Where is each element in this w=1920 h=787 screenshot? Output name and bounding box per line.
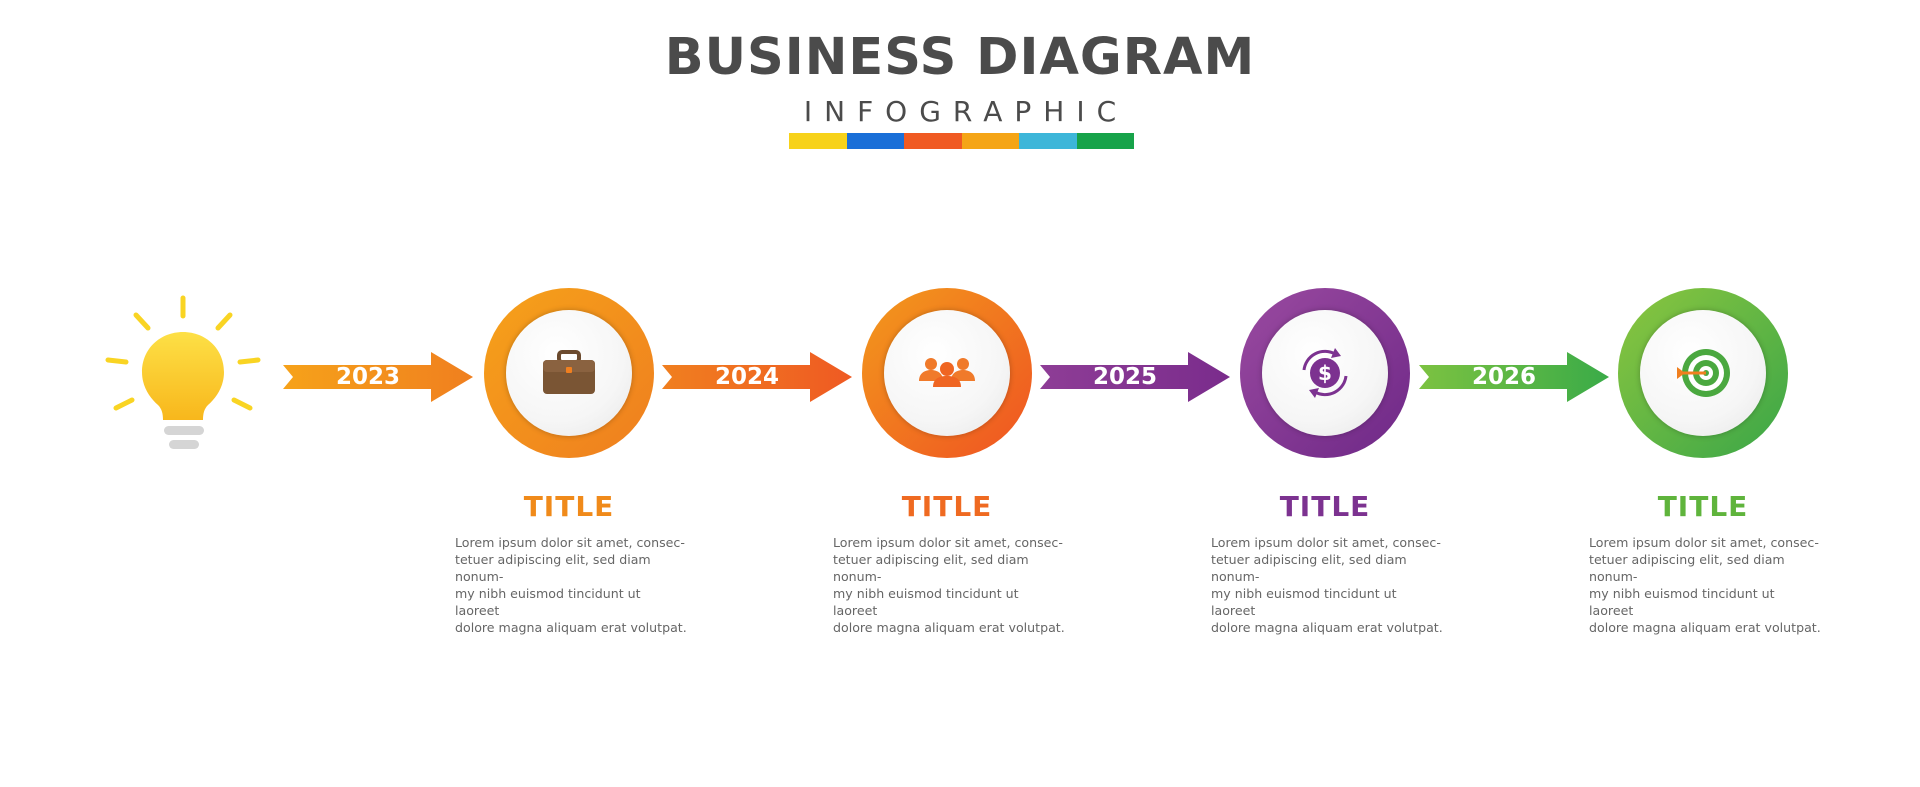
dollar-cycle-icon: $ [1302, 348, 1348, 398]
step-node-2 [862, 288, 1032, 458]
target-icon [1677, 349, 1730, 397]
step-title: TITLE [901, 490, 993, 523]
color-bar-segment [904, 133, 962, 149]
step-description: Lorem ipsum dolor sit amet, consec- tetu… [833, 535, 1065, 635]
step-title: TITLE [523, 490, 615, 523]
timeline-arrow-2025: 2025 [1040, 352, 1230, 402]
timeline-arrow-2026: 2026 [1419, 352, 1609, 402]
color-bar-segment [789, 133, 847, 149]
step-node-3: $ [1240, 288, 1410, 458]
step-icon-holder [1640, 310, 1766, 436]
step-node-4 [1618, 288, 1788, 458]
svg-text:$: $ [1318, 361, 1332, 385]
year-label: 2025 [1092, 364, 1157, 390]
step-icon-holder [884, 310, 1010, 436]
header: BUSINESS DIAGRAM INFOGRAPHIC [0, 20, 1920, 132]
step-icon-holder: $ [1262, 310, 1388, 436]
team-icon [919, 358, 975, 387]
step-title: TITLE [1657, 490, 1749, 523]
lightbulb-icon [100, 290, 270, 460]
diagram-subtitle: INFOGRAPHIC [803, 95, 1129, 128]
color-bar-segment [1076, 133, 1134, 149]
color-bar [789, 133, 1134, 149]
step-icon-holder [506, 310, 632, 436]
color-bar-segment [846, 133, 904, 149]
year-label: 2024 [714, 364, 779, 390]
step-description: Lorem ipsum dolor sit amet, consec- tetu… [1211, 535, 1443, 635]
timeline-arrow-2024: 2024 [662, 352, 852, 402]
year-label: 2026 [1471, 364, 1536, 390]
step-node-1 [484, 288, 654, 458]
step-description: Lorem ipsum dolor sit amet, consec- tetu… [455, 535, 687, 635]
diagram-title: BUSINESS DIAGRAM [664, 28, 1256, 87]
color-bar-segment [1019, 133, 1077, 149]
timeline-arrow-2023: 2023 [283, 352, 473, 402]
step-description: Lorem ipsum dolor sit amet, consec- tetu… [1589, 535, 1821, 635]
color-bar-segment [961, 133, 1019, 149]
year-label: 2023 [335, 364, 400, 390]
step-title: TITLE [1279, 490, 1371, 523]
briefcase-icon [543, 350, 595, 394]
